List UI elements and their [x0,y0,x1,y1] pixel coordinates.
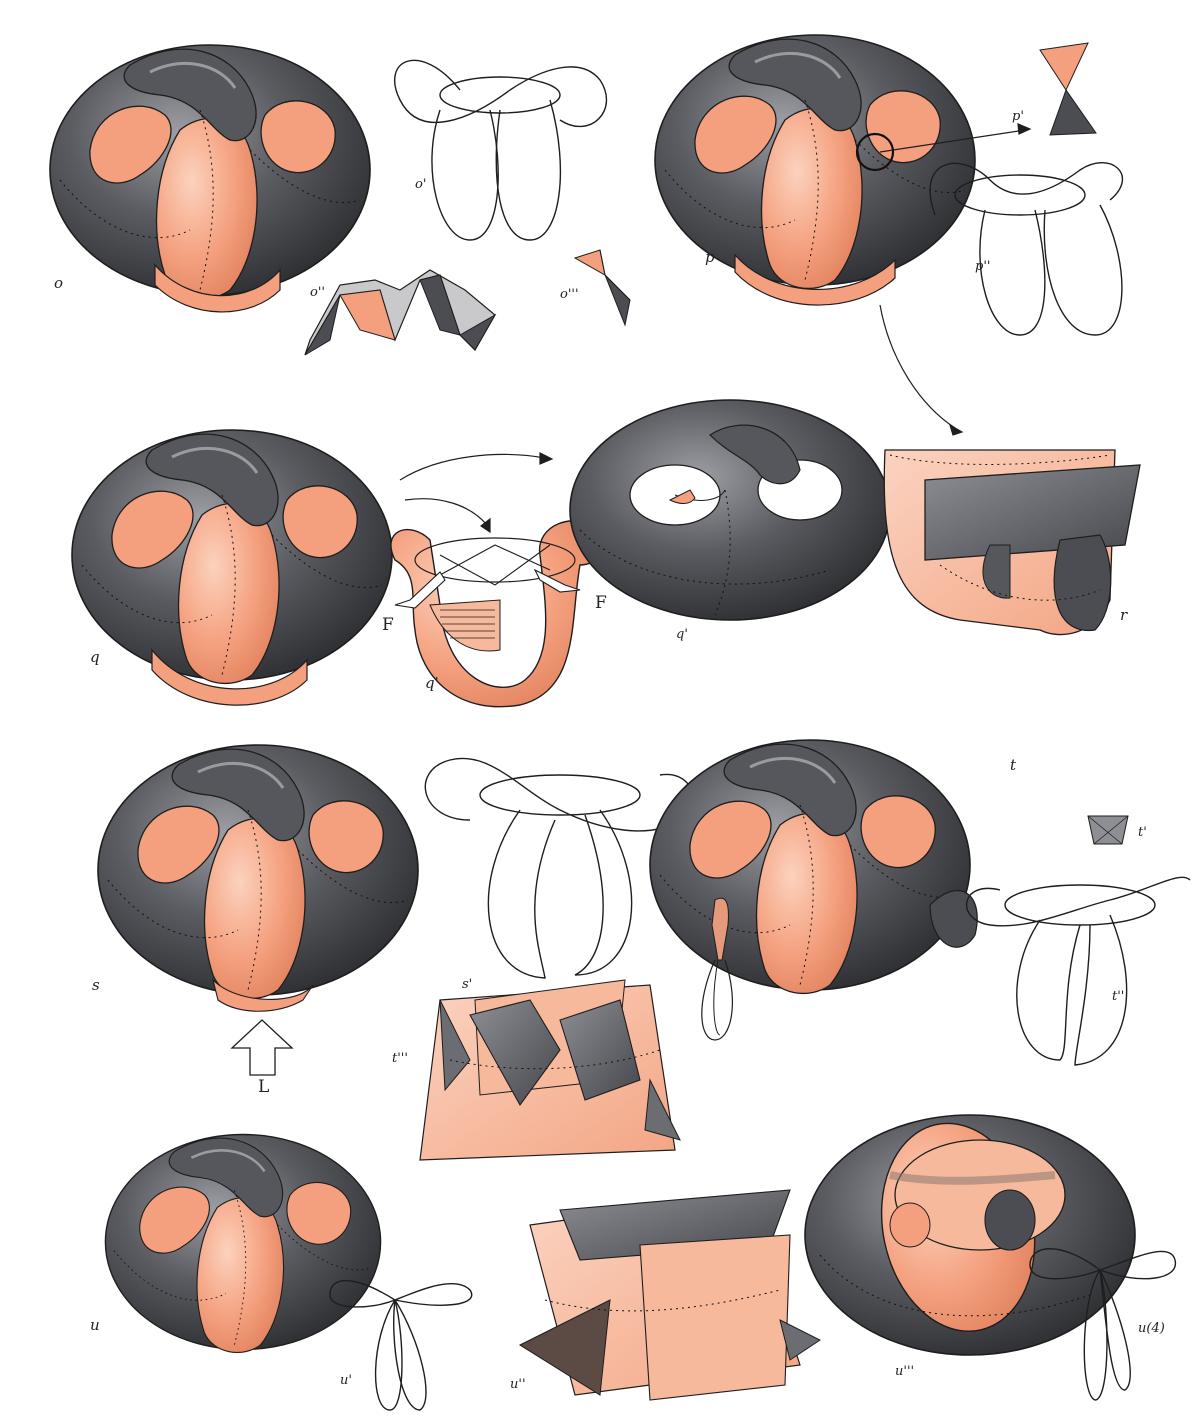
label-t: t [1010,756,1017,774]
label-L: L [258,1077,269,1097]
label-p-double-prime: p'' [975,259,990,274]
figure-p [655,35,975,305]
arrow-p-to-r [880,305,962,435]
label-u-triple-prime: u''' [895,1364,914,1379]
figure-t-prime [1088,816,1128,844]
label-r: r [1120,606,1128,624]
figure-q-prime-dark [570,400,890,620]
label-o-prime: o' [415,177,426,192]
label-o: o [54,274,63,292]
figure-s [98,745,418,1011]
arrows-from-q [400,453,552,532]
label-F-left: F [382,615,394,635]
figure-q-prime-salmon [391,521,603,707]
figure-o-triple-prime [575,250,630,325]
label-p: p [705,248,715,266]
figure-q [72,430,392,705]
label-o-double-prime: o'' [310,285,325,300]
curve-t-double-prime [967,877,1190,1065]
label-u-prime: u' [340,1373,352,1388]
figure-o-double-prime [305,270,495,355]
label-q-prime-dark: q' [676,627,688,642]
label-u-double-prime: u'' [510,1377,526,1392]
curve-o-prime [395,60,607,240]
figure-o [50,45,370,312]
curve-p-double-prime [930,163,1122,335]
label-t-triple-prime: t''' [392,1051,408,1066]
label-q-prime: q' [425,674,439,692]
figure-t [650,740,977,1040]
label-t-prime: t' [1138,825,1147,840]
label-t-double-prime: t'' [1112,989,1124,1004]
figure-u [105,1135,380,1353]
figure-u-double-prime [520,1190,820,1400]
arrow-L [232,1020,292,1075]
label-u: u [90,1316,100,1334]
figure-t-triple-prime [420,980,680,1160]
label-o-triple-prime: o''' [560,287,579,302]
label-q: q [90,648,100,666]
figure-p-prime [1040,43,1096,135]
label-s-prime: s' [462,977,472,992]
label-s: s [92,976,100,994]
label-F-right: F [595,593,607,613]
label-p-prime: p' [1012,109,1024,124]
figure-r [884,450,1140,635]
label-u-4: u(4) [1138,1321,1165,1336]
